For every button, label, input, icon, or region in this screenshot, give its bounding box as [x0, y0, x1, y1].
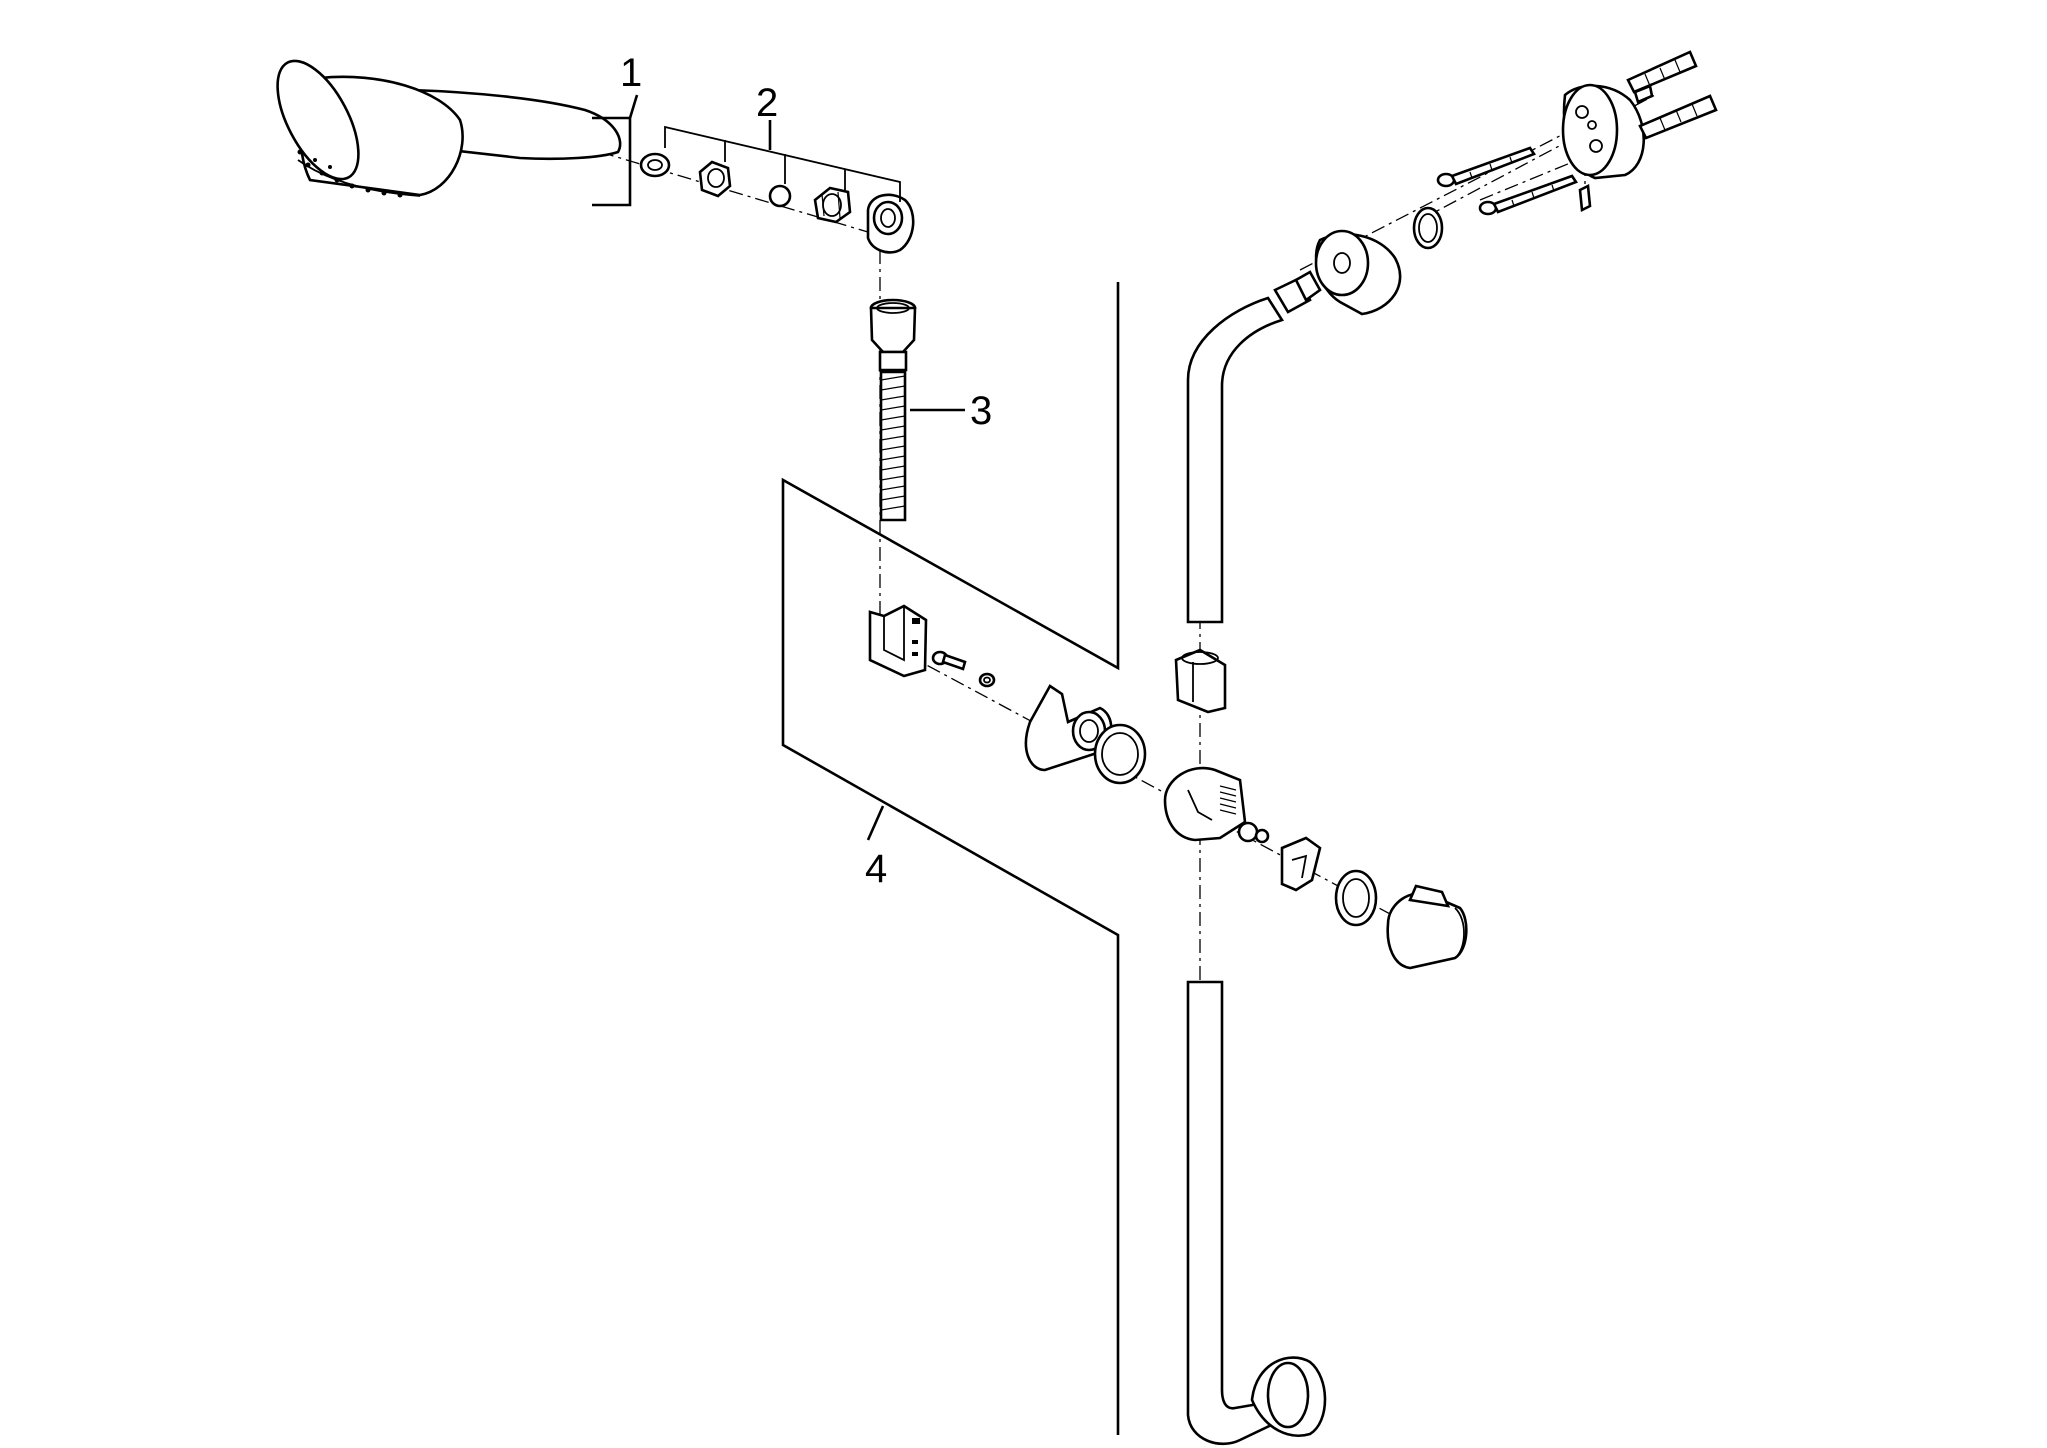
hose-ribs: [880, 375, 906, 511]
callout-1: 1: [620, 51, 642, 95]
o-ring-knob: [1334, 869, 1378, 927]
grub-screw: [1578, 84, 1654, 213]
clip: [1280, 836, 1322, 892]
shower-rail: [1174, 229, 1402, 1446]
wall-mounting-plate: [1561, 83, 1645, 180]
holder-set-frame: [781, 282, 1120, 1435]
hand-shower: [276, 59, 622, 198]
shower-face-nozzles: [297, 149, 403, 198]
shower-hose: [869, 298, 917, 522]
wall-plugs: [1626, 50, 1718, 140]
small-screw: [931, 650, 967, 671]
callout-1-bracket: [592, 94, 639, 207]
knob: [1386, 884, 1468, 970]
callout-2-bracket: [664, 120, 901, 202]
rail-slider: [1163, 766, 1270, 844]
o-ring-wall: [1412, 206, 1444, 250]
slider-grip-hatch: [1219, 785, 1237, 815]
rail-sleeve: [1174, 648, 1227, 714]
small-washer-4: [978, 672, 996, 688]
callout-4: 4: [865, 847, 887, 891]
o-ring-4: [1093, 723, 1147, 785]
connector-set: [639, 152, 915, 254]
callout-3: 3: [970, 389, 992, 433]
callout-2: 2: [756, 81, 778, 125]
assembly-axes: [599, 94, 1676, 1000]
hose-bracket: [868, 604, 928, 678]
wall-screws: [1436, 146, 1578, 216]
